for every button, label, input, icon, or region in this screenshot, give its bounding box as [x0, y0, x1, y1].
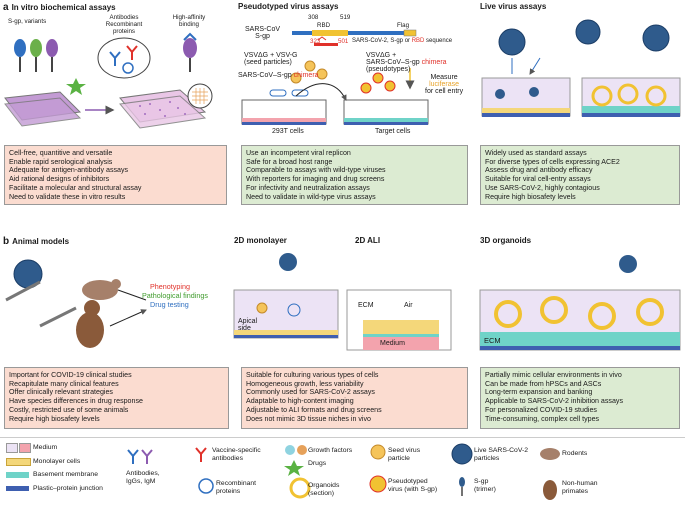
pseudotyped-title: Pseudotyped virus assays: [238, 2, 339, 11]
monolayer-swatch: [6, 458, 31, 466]
legend-divider: [0, 437, 685, 438]
sars-cov-sgp-label: SARS-CoV S-gp: [245, 26, 281, 40]
measure-label: Measure luciferase for cell entry: [425, 74, 464, 95]
flag-label: Flag: [397, 22, 410, 29]
sgp-trimer-icon: [459, 477, 465, 487]
organoids-illustration: [479, 255, 681, 351]
antibody-icon: [109, 51, 121, 66]
spike-protein-icon: [14, 39, 58, 72]
organoids-title: 3D organoids: [480, 236, 532, 245]
recombinant-icon: [198, 478, 214, 494]
monolayer-summary-box: Suitable for culturing various types of …: [241, 367, 468, 429]
legend-growth: Growth factors: [308, 447, 353, 454]
live-particle-icon: [451, 443, 473, 465]
rbd-label: RBD: [317, 22, 331, 29]
sequence-label: SARS-CoV-2, S-gp or RBD sequence: [352, 38, 453, 44]
num-323: 323: [310, 38, 321, 45]
organoid-ecm-label: ECM: [484, 336, 501, 345]
basement-swatch: [6, 472, 29, 478]
vaccine-antibody-icon: [195, 447, 207, 462]
animal-illustration: [5, 259, 230, 348]
ali-air-label: Air: [404, 302, 413, 309]
num-519: 519: [340, 14, 351, 21]
cells-293t-label: 293T cells: [272, 128, 304, 135]
lavender-swatch: [6, 443, 18, 453]
drug-star-icon: [66, 78, 86, 95]
apical-label: Apical side: [238, 318, 258, 332]
legend-basement: Basement membrane: [33, 471, 98, 478]
target-cells-label: Target cells: [375, 128, 411, 135]
antibodies-label: Antibodies Recombinant proteins: [105, 14, 143, 35]
legend-icons: [127, 443, 560, 500]
plastic-swatch: [6, 486, 29, 491]
legend-monolayer: Monolayer cells: [33, 458, 81, 465]
legend-antibodies: Antibodies,IgGs, IgM: [126, 470, 160, 485]
primate-icon: [76, 312, 104, 348]
num-308: 308: [308, 14, 319, 21]
num-501: 501: [338, 38, 349, 45]
seed-label: VSVΔG + VSV-G (seed particles): [244, 52, 298, 66]
pseudotyped-icon: [369, 475, 387, 493]
recombinant-protein-icon: [122, 62, 134, 74]
legend-sgp: S-gp(trimer): [474, 478, 496, 493]
antibodies-icon: [127, 449, 139, 464]
ali-ecm-label: ECM: [358, 302, 374, 309]
ali-illustration: [346, 289, 452, 351]
legend-plastic: Plastic–protein junction: [33, 485, 103, 492]
seed-particle-icon: [370, 444, 386, 460]
drugs-icon: [284, 460, 304, 476]
syringe-icon: [5, 280, 41, 302]
pseudotyped-illustration: [241, 29, 429, 125]
sgp-variants-label: S-gp, variants: [8, 18, 47, 25]
medium-swatch: [19, 443, 31, 453]
ali-medium-label: Medium: [380, 340, 405, 347]
live-virus-title: Live virus assays: [480, 2, 547, 11]
live-virus-icon: [498, 19, 670, 56]
primate-legend-icon: [543, 480, 557, 500]
chimera-label: SARS-CoV–S-gp chimera: [238, 72, 319, 79]
monolayer-title: 2D monolayer: [234, 236, 287, 245]
legend-organoids: Organoids(section): [308, 482, 340, 497]
legend-drugs: Drugs: [308, 460, 327, 467]
rodent-icon: [82, 280, 118, 300]
in-vitro-illustration: [4, 32, 213, 129]
affinity-label: High-affinity binding: [172, 14, 206, 28]
rodent-legend-icon: [540, 448, 560, 460]
legend-rodents: Rodents: [562, 450, 588, 457]
ali-title: 2D ALI: [355, 236, 381, 245]
pseudotypes-label: VSVΔG + SARS-CoV–S-gp chimera (pseudotyp…: [366, 52, 447, 73]
live-virus-illustration: [481, 19, 681, 117]
growth-factor-icon: [285, 445, 295, 455]
organoids-summary-box: Partially mimic cellular environments in…: [480, 367, 680, 429]
animal-outcomes: Phenotyping Pathological findings Drug t…: [142, 282, 208, 309]
organoid-icon: [289, 477, 311, 499]
legend-medium: Medium: [33, 444, 58, 451]
monolayer-illustration: [233, 253, 339, 339]
